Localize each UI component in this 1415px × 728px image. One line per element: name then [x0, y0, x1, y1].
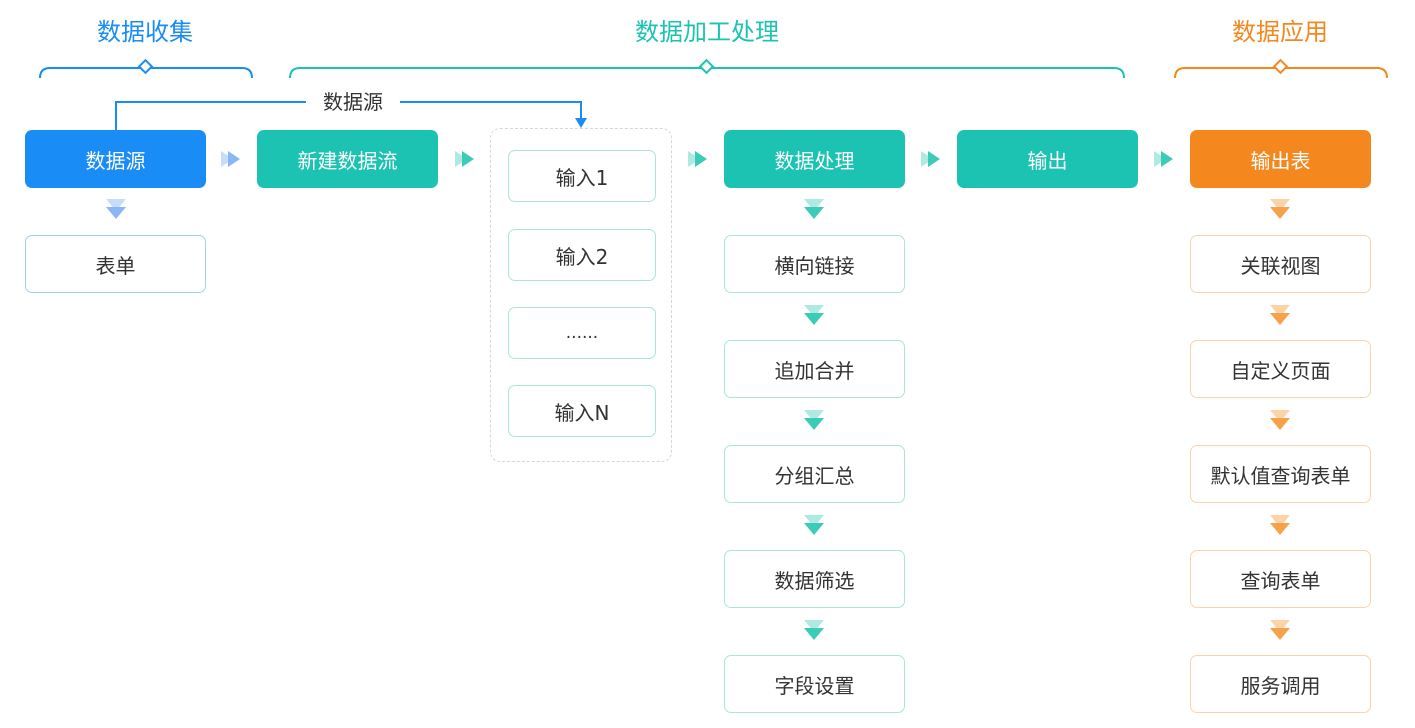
section-title-data-collection: 数据收集	[97, 18, 193, 46]
node-input-n[interactable]: 输入N	[508, 385, 656, 437]
node-output-table[interactable]: 输出表	[1190, 130, 1371, 188]
node-horizontal-join[interactable]: 横向链接	[724, 235, 905, 293]
node-append-merge[interactable]: 追加合并	[724, 340, 905, 398]
source-link-line-left	[115, 101, 306, 130]
arrow-right-5	[1154, 151, 1173, 167]
arrow-down-process-4	[804, 515, 824, 535]
arrow-down-process-3	[804, 410, 824, 430]
arrow-down-apply-4	[1270, 515, 1290, 535]
node-group-summary[interactable]: 分组汇总	[724, 445, 905, 503]
node-output[interactable]: 输出	[957, 130, 1138, 188]
node-data-source[interactable]: 数据源	[25, 130, 206, 188]
node-input-2[interactable]: 输入2	[508, 229, 656, 281]
arrow-right-2	[455, 151, 474, 167]
arrow-right-4	[921, 151, 940, 167]
node-default-query-form[interactable]: 默认值查询表单	[1190, 445, 1371, 503]
node-data-processing[interactable]: 数据处理	[724, 130, 905, 188]
node-input-1[interactable]: 输入1	[508, 150, 656, 202]
section-title-data-processing: 数据加工处理	[635, 18, 779, 46]
arrow-down-process-5	[804, 620, 824, 640]
arrow-down-apply-3	[1270, 410, 1290, 430]
arrow-right-3	[688, 151, 707, 167]
inputs-group-frame	[490, 128, 672, 462]
node-service-call[interactable]: 服务调用	[1190, 655, 1371, 713]
source-link-arrowhead	[575, 118, 587, 128]
arrow-down-apply-1	[1270, 199, 1290, 219]
node-new-data-flow[interactable]: 新建数据流	[257, 130, 438, 188]
arrow-down-process-2	[804, 305, 824, 325]
bracket-diamond-collection	[137, 58, 154, 75]
node-field-settings[interactable]: 字段设置	[724, 655, 905, 713]
arrow-down-process-1	[804, 199, 824, 219]
bracket-diamond-processing	[698, 58, 715, 75]
source-link-label: 数据源	[306, 89, 400, 115]
source-link-line-right	[400, 101, 582, 120]
node-linked-view[interactable]: 关联视图	[1190, 235, 1371, 293]
node-input-ellipsis: ......	[508, 307, 656, 359]
arrow-right-1	[221, 151, 240, 167]
node-form[interactable]: 表单	[25, 235, 206, 293]
node-custom-page[interactable]: 自定义页面	[1190, 340, 1371, 398]
arrow-down-apply-5	[1270, 620, 1290, 640]
arrow-down-collect	[106, 199, 126, 219]
node-data-filter[interactable]: 数据筛选	[724, 550, 905, 608]
section-title-data-application: 数据应用	[1232, 18, 1328, 46]
node-query-form[interactable]: 查询表单	[1190, 550, 1371, 608]
bracket-diamond-application	[1272, 58, 1289, 75]
arrow-down-apply-2	[1270, 305, 1290, 325]
